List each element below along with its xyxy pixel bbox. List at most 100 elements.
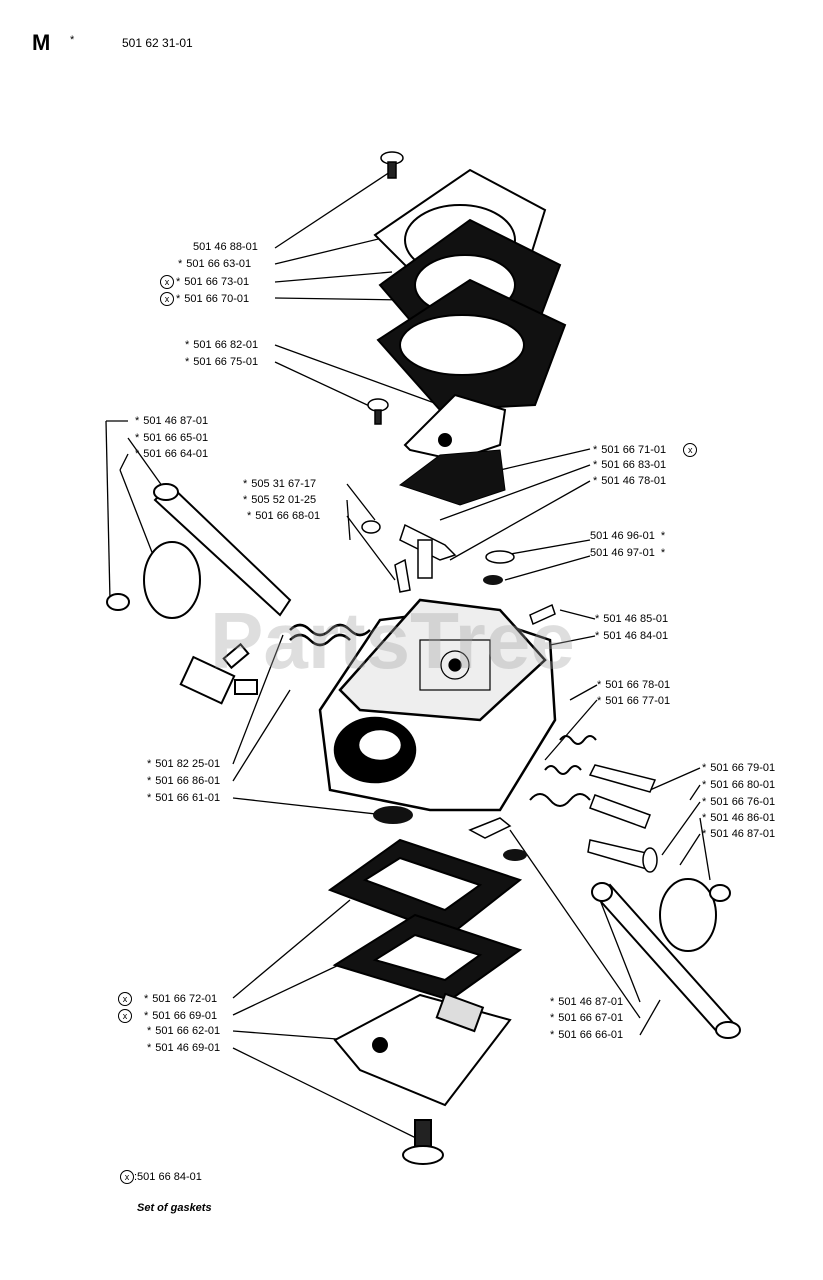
part-number-text: 501 46 97-01 xyxy=(590,547,655,559)
callout-501-82-25-01[interactable]: *501 82 25-01 xyxy=(147,758,220,771)
star-marker: * xyxy=(593,459,598,471)
callout-501-66-64-01[interactable]: *501 66 64-01 xyxy=(135,448,208,461)
part-number-text: 501 46 88-01 xyxy=(193,241,258,253)
callout-501-66-75-01[interactable]: *501 66 75-01 xyxy=(185,356,258,369)
star-marker: * xyxy=(247,510,252,522)
star-marker: * xyxy=(702,828,707,840)
callout-501-66-67-01[interactable]: *501 66 67-01 xyxy=(550,1012,623,1025)
callout-501-66-72-01[interactable]: x *501 66 72-01 xyxy=(118,992,217,1006)
section-letter: M xyxy=(32,30,51,55)
star-marker: * xyxy=(144,992,149,1005)
star-marker: * xyxy=(135,432,140,444)
star-marker: * xyxy=(135,448,140,460)
part-number-text: 501 82 25-01 xyxy=(155,758,221,770)
callout-501-46-87-01-bottom[interactable]: *501 46 87-01 xyxy=(550,996,623,1009)
star-marker: * xyxy=(185,356,190,368)
star-marker: * xyxy=(702,812,707,824)
star-marker: * xyxy=(550,1029,555,1041)
star-marker: * xyxy=(147,792,152,804)
star-marker: * xyxy=(147,758,152,770)
callout-501-66-69-01[interactable]: x *501 66 69-01 xyxy=(118,1009,217,1023)
part-number-text: 501 66 73-01 xyxy=(184,275,250,288)
callout-505-31-67-17[interactable]: *505 31 67-17 xyxy=(243,478,316,491)
star-marker: * xyxy=(702,779,707,791)
gasket-set-marker-icon: x xyxy=(683,443,698,457)
callout-501-66-62-01[interactable]: *501 66 62-01 xyxy=(147,1025,220,1038)
part-number-text: 501 66 63-01 xyxy=(186,258,252,270)
part-number-text: 501 46 96-01 xyxy=(590,530,655,542)
star-marker: * xyxy=(144,1009,149,1022)
callout-501-46-85-01[interactable]: *501 46 85-01 xyxy=(595,613,668,626)
callout-501-66-82-01[interactable]: *501 66 82-01 xyxy=(185,339,258,352)
star-marker: * xyxy=(597,679,602,691)
star-marker: * xyxy=(550,1012,555,1024)
callout-501-66-65-01[interactable]: *501 66 65-01 xyxy=(135,432,208,445)
callout-501-66-68-01[interactable]: *501 66 68-01 xyxy=(247,510,320,523)
part-number-text: 501 46 87-01 xyxy=(558,996,624,1008)
callout-501-66-66-01[interactable]: *501 66 66-01 xyxy=(550,1029,623,1042)
callout-501-66-70-01[interactable]: x*501 66 70-01 xyxy=(160,292,249,306)
part-number-text: 501 46 84-01 xyxy=(603,630,669,642)
part-number-text: 501 46 87-01 xyxy=(710,828,776,840)
callout-501-46-69-01[interactable]: *501 46 69-01 xyxy=(147,1042,220,1055)
part-number-text: 501 66 82-01 xyxy=(193,339,259,351)
part-number-text: 501 66 78-01 xyxy=(605,679,671,691)
star-marker: * xyxy=(147,775,152,787)
gasket-set-marker-icon: x xyxy=(160,292,174,306)
part-number-text: 501 66 72-01 xyxy=(152,992,218,1005)
callout-501-66-61-01[interactable]: *501 66 61-01 xyxy=(147,792,220,805)
callout-501-66-63-01[interactable]: *501 66 63-01 xyxy=(178,258,251,271)
part-number-text: 501 66 79-01 xyxy=(710,762,776,774)
gasket-set-marker-icon: x xyxy=(160,275,174,289)
part-number-text: 501 66 68-01 xyxy=(255,510,321,522)
star-marker: * xyxy=(595,630,600,642)
callout-501-46-87-01-right[interactable]: *501 46 87-01 xyxy=(702,828,775,841)
callout-501-66-80-01[interactable]: *501 66 80-01 xyxy=(702,779,775,792)
callout-501-46-86-01[interactable]: *501 46 86-01 xyxy=(702,812,775,825)
callout-501-66-78-01[interactable]: *501 66 78-01 xyxy=(597,679,670,692)
gasket-set-part-number: :501 66 84-01 xyxy=(134,1170,202,1183)
callout-501-66-71-01[interactable]: *501 66 71-01 x xyxy=(593,443,699,457)
part-number-text: 501 66 80-01 xyxy=(710,779,776,791)
callout-501-66-77-01[interactable]: *501 66 77-01 xyxy=(597,695,670,708)
star-marker: * xyxy=(147,1042,152,1054)
callout-501-46-78-01[interactable]: *501 46 78-01 xyxy=(593,475,666,488)
part-number-text: 501 46 86-01 xyxy=(710,812,776,824)
gasket-set-marker-icon: x xyxy=(118,1009,132,1023)
gasket-set-marker-icon: x xyxy=(118,992,132,1006)
header-part-number: 501 62 31-01 xyxy=(122,36,193,50)
header-star: * xyxy=(70,34,75,46)
callout-501-46-88-01[interactable]: 501 46 88-01 xyxy=(193,241,258,254)
part-number-text: 501 66 62-01 xyxy=(155,1025,221,1037)
callout-501-66-79-01[interactable]: *501 66 79-01 xyxy=(702,762,775,775)
star-marker: * xyxy=(176,292,181,305)
callout-501-66-76-01[interactable]: *501 66 76-01 xyxy=(702,796,775,809)
part-number-text: 501 66 86-01 xyxy=(155,775,221,787)
star-marker: * xyxy=(593,475,598,487)
callout-501-66-86-01[interactable]: *501 66 86-01 xyxy=(147,775,220,788)
part-number-text: 501 66 75-01 xyxy=(193,356,259,368)
callout-501-66-73-01[interactable]: x*501 66 73-01 xyxy=(160,275,249,289)
callout-505-52-01-25[interactable]: *505 52 01-25 xyxy=(243,494,316,507)
part-number-text: 501 46 69-01 xyxy=(155,1042,221,1054)
star-marker: * xyxy=(243,478,248,490)
gasket-set-legend[interactable]: x:501 66 84-01 xyxy=(120,1170,202,1184)
star-marker: * xyxy=(178,258,183,270)
part-number-text: 505 52 01-25 xyxy=(251,494,317,506)
part-number-text: 501 66 83-01 xyxy=(601,459,667,471)
part-number-text: 501 66 71-01 xyxy=(601,443,667,456)
star-marker: * xyxy=(550,996,555,1008)
callout-501-66-83-01[interactable]: *501 66 83-01 xyxy=(593,459,666,472)
callout-501-46-96-01[interactable]: 501 46 96-01* xyxy=(590,530,665,543)
part-number-text: 501 66 69-01 xyxy=(152,1009,218,1022)
part-number-text: 501 66 64-01 xyxy=(143,448,209,460)
star-marker: * xyxy=(176,275,181,288)
watermark: PartsTree xyxy=(210,596,575,685)
callout-501-46-87-01[interactable]: *501 46 87-01 xyxy=(135,415,208,428)
part-number-text: 501 46 85-01 xyxy=(603,613,669,625)
callout-501-46-97-01[interactable]: 501 46 97-01* xyxy=(590,547,665,560)
callout-501-46-84-01[interactable]: *501 46 84-01 xyxy=(595,630,668,643)
star-marker: * xyxy=(185,339,190,351)
